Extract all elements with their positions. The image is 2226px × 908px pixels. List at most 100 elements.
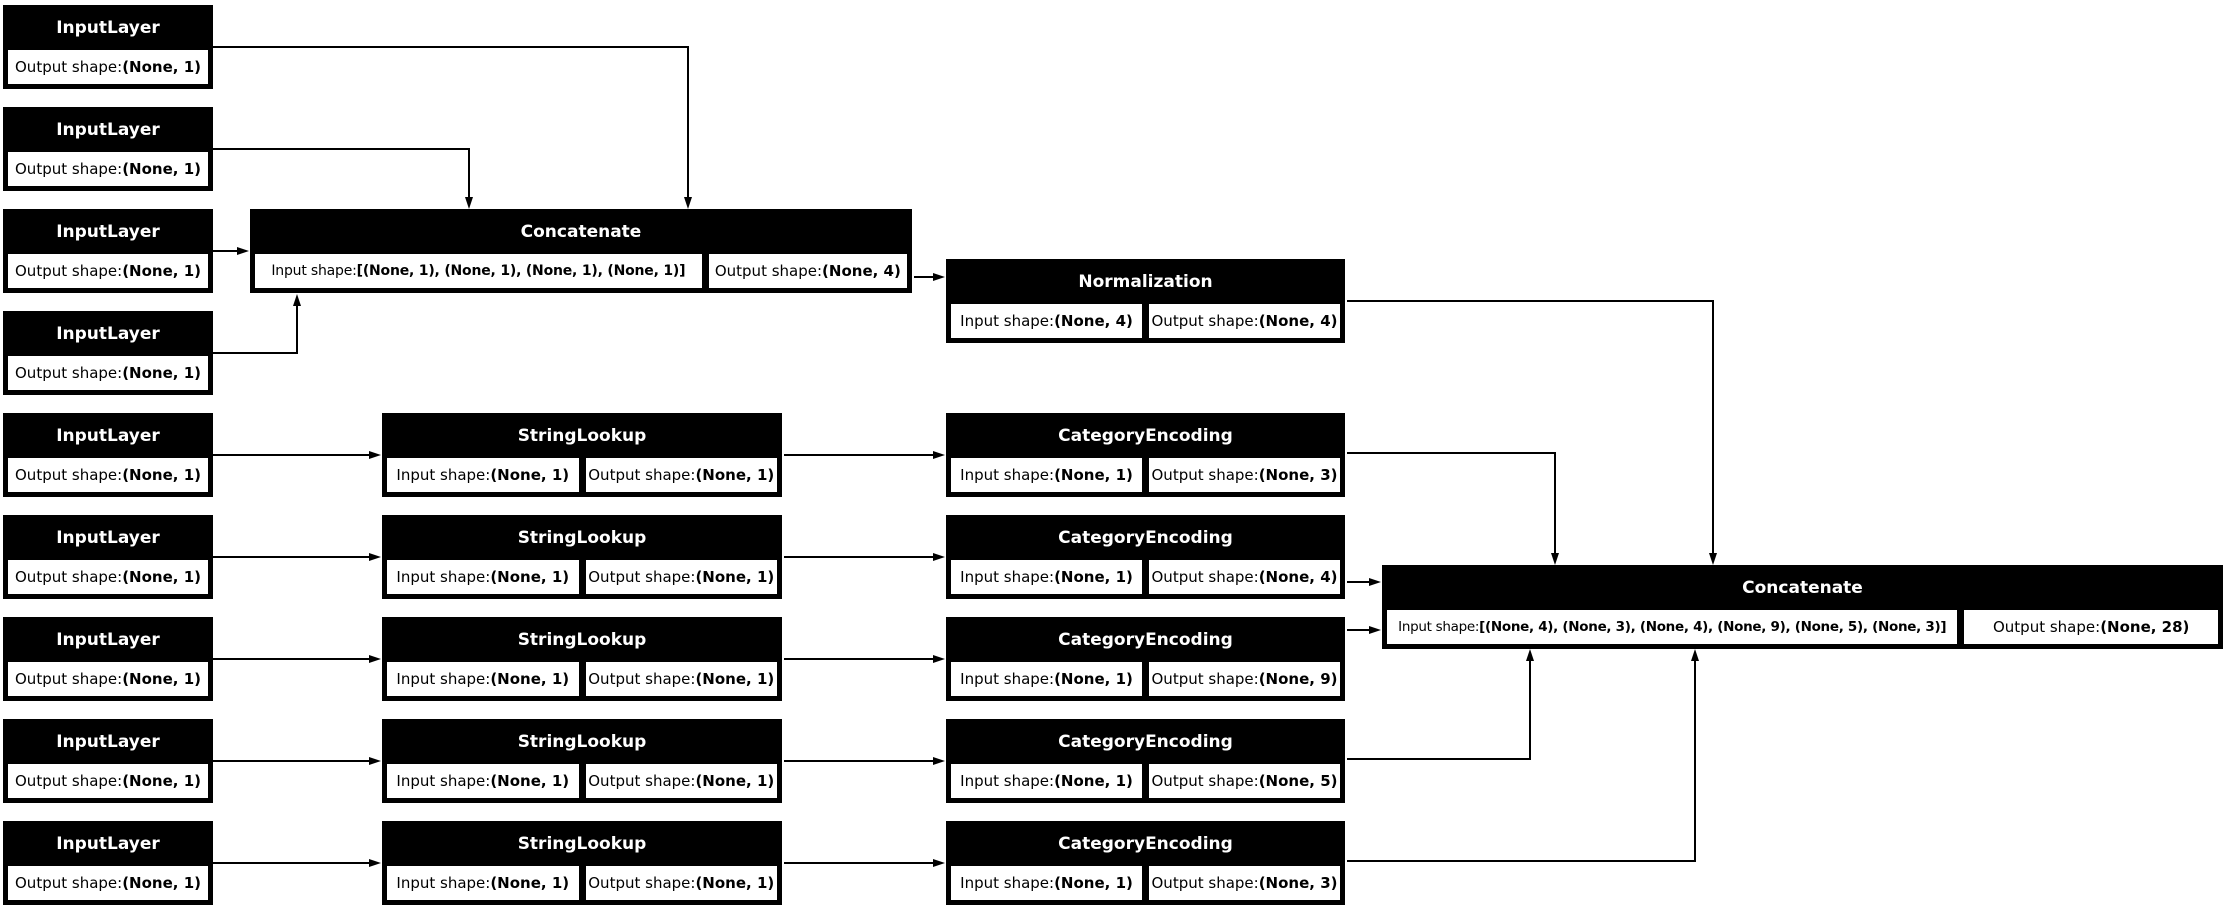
output-shape-cell: Output shape: (None, 1) — [584, 457, 778, 493]
shape-value: (None, 4) — [1258, 568, 1338, 586]
node-title: StringLookup — [517, 732, 647, 752]
shape-value: (None, 1) — [1054, 874, 1133, 892]
output-shape-cell: Output shape: (None, 4) — [1148, 559, 1341, 595]
output-shape-cell: Output shape: (None, 3) — [1148, 865, 1341, 901]
edge-catencoding4-concat2 — [1347, 649, 1534, 760]
edge-normalization-concat2 — [1347, 300, 1717, 565]
shape-label: Input shape: — [960, 874, 1055, 892]
output-shape-cell: Output shape: (None, 28) — [1963, 609, 2219, 645]
node-title: CategoryEncoding — [1058, 528, 1233, 548]
shape-label: Input shape: — [396, 874, 491, 892]
shape-value: (None, 1) — [490, 466, 570, 484]
node-concatenate-1: Concatenate Input shape: [(None, 1), (No… — [250, 209, 912, 293]
shape-label: Output shape: — [1151, 466, 1259, 484]
shape-value: (None, 1) — [490, 670, 570, 688]
node-input-layer-7: InputLayer Output shape: (None, 1) — [3, 617, 213, 701]
shape-value: (None, 1) — [695, 466, 775, 484]
node-string-lookup-2: StringLookup Input shape: (None, 1) Outp… — [382, 515, 782, 599]
shape-label: Output shape: — [1992, 618, 2101, 636]
output-shape-cell: Output shape: (None, 1) — [7, 763, 209, 799]
node-input-layer-1: InputLayer Output shape: (None, 1) — [3, 5, 213, 89]
input-shape-cell: Input shape: [(None, 4), (None, 3), (Non… — [1386, 609, 1959, 645]
node-title: InputLayer — [56, 528, 160, 548]
shape-label: Input shape: — [396, 568, 491, 586]
input-shape-cell: Input shape: (None, 4) — [950, 303, 1143, 339]
shape-value: (None, 1) — [122, 772, 201, 790]
input-shape-cell: Input shape: (None, 1) — [950, 763, 1143, 799]
output-shape-cell: Output shape: (None, 1) — [7, 253, 209, 289]
node-title: InputLayer — [56, 834, 160, 854]
shape-label: Output shape: — [588, 568, 696, 586]
node-concatenate-2: Concatenate Input shape: [(None, 4), (No… — [1382, 565, 2223, 649]
shape-label: Output shape: — [588, 772, 696, 790]
shape-value: (None, 1) — [122, 670, 201, 688]
shape-label: Output shape: — [1151, 874, 1259, 892]
node-title: CategoryEncoding — [1058, 732, 1233, 752]
node-string-lookup-1: StringLookup Input shape: (None, 1) Outp… — [382, 413, 782, 497]
shape-value: (None, 3) — [1258, 874, 1338, 892]
shape-label: Input shape: — [960, 568, 1055, 586]
shape-value: (None, 4) — [1258, 312, 1338, 330]
node-input-layer-8: InputLayer Output shape: (None, 1) — [3, 719, 213, 803]
node-input-layer-9: InputLayer Output shape: (None, 1) — [3, 821, 213, 905]
shape-value: (None, 1) — [122, 262, 201, 280]
shape-label: Output shape: — [15, 58, 123, 76]
output-shape-cell: Output shape: (None, 1) — [7, 151, 209, 187]
output-shape-cell: Output shape: (None, 1) — [7, 457, 209, 493]
node-title: InputLayer — [56, 222, 160, 242]
input-shape-cell: Input shape: (None, 1) — [386, 661, 580, 697]
shape-value: [(None, 4), (None, 3), (None, 4), (None,… — [1479, 619, 1947, 635]
node-title: InputLayer — [56, 630, 160, 650]
output-shape-cell: Output shape: (None, 9) — [1148, 661, 1341, 697]
output-shape-cell: Output shape: (None, 1) — [584, 865, 778, 901]
edge-input2-concat1 — [213, 148, 473, 209]
node-category-encoding-3: CategoryEncoding Input shape: (None, 1) … — [946, 617, 1345, 701]
output-shape-cell: Output shape: (None, 1) — [7, 559, 209, 595]
shape-label: Output shape: — [588, 670, 696, 688]
node-title: CategoryEncoding — [1058, 426, 1233, 446]
shape-label: Output shape: — [15, 874, 123, 892]
edge-input1-concat1 — [213, 46, 692, 209]
shape-value: (None, 1) — [122, 58, 201, 76]
input-shape-cell: Input shape: (None, 1) — [950, 661, 1143, 697]
output-shape-cell: Output shape: (None, 1) — [7, 49, 209, 85]
shape-value: (None, 1) — [122, 364, 201, 382]
shape-label: Output shape: — [15, 364, 123, 382]
shape-label: Output shape: — [15, 160, 123, 178]
input-shape-cell: Input shape: (None, 1) — [386, 457, 580, 493]
node-title: StringLookup — [517, 834, 647, 854]
node-title: InputLayer — [56, 324, 160, 344]
shape-label: Output shape: — [588, 874, 696, 892]
node-category-encoding-4: CategoryEncoding Input shape: (None, 1) … — [946, 719, 1345, 803]
shape-value: (None, 1) — [122, 874, 201, 892]
output-shape-cell: Output shape: (None, 1) — [7, 865, 209, 901]
output-shape-cell: Output shape: (None, 4) — [707, 253, 908, 289]
shape-value: (None, 3) — [1258, 466, 1338, 484]
node-normalization: Normalization Input shape: (None, 4) Out… — [946, 259, 1345, 343]
output-shape-cell: Output shape: (None, 5) — [1148, 763, 1341, 799]
shape-value: (None, 5) — [1258, 772, 1338, 790]
node-category-encoding-2: CategoryEncoding Input shape: (None, 1) … — [946, 515, 1345, 599]
shape-label: Input shape: — [960, 312, 1055, 330]
output-shape-cell: Output shape: (None, 3) — [1148, 457, 1341, 493]
node-category-encoding-1: CategoryEncoding Input shape: (None, 1) … — [946, 413, 1345, 497]
node-title: CategoryEncoding — [1058, 834, 1233, 854]
node-title: InputLayer — [56, 426, 160, 446]
node-title: StringLookup — [517, 426, 647, 446]
shape-value: (None, 1) — [490, 772, 570, 790]
output-shape-cell: Output shape: (None, 1) — [584, 559, 778, 595]
edge-input4-concat1 — [213, 294, 301, 354]
input-shape-cell: Input shape: (None, 1) — [950, 559, 1143, 595]
input-shape-cell: Input shape: (None, 1) — [386, 763, 580, 799]
output-shape-cell: Output shape: (None, 4) — [1148, 303, 1341, 339]
shape-value: (None, 1) — [695, 772, 775, 790]
input-shape-cell: Input shape: (None, 1) — [950, 865, 1143, 901]
node-input-layer-3: InputLayer Output shape: (None, 1) — [3, 209, 213, 293]
input-shape-cell: Input shape: (None, 1) — [950, 457, 1143, 493]
shape-label: Input shape: — [271, 263, 357, 279]
input-shape-cell: Input shape: (None, 1) — [386, 559, 580, 595]
node-title: InputLayer — [56, 732, 160, 752]
shape-label: Output shape: — [588, 466, 696, 484]
shape-label: Output shape: — [15, 466, 123, 484]
